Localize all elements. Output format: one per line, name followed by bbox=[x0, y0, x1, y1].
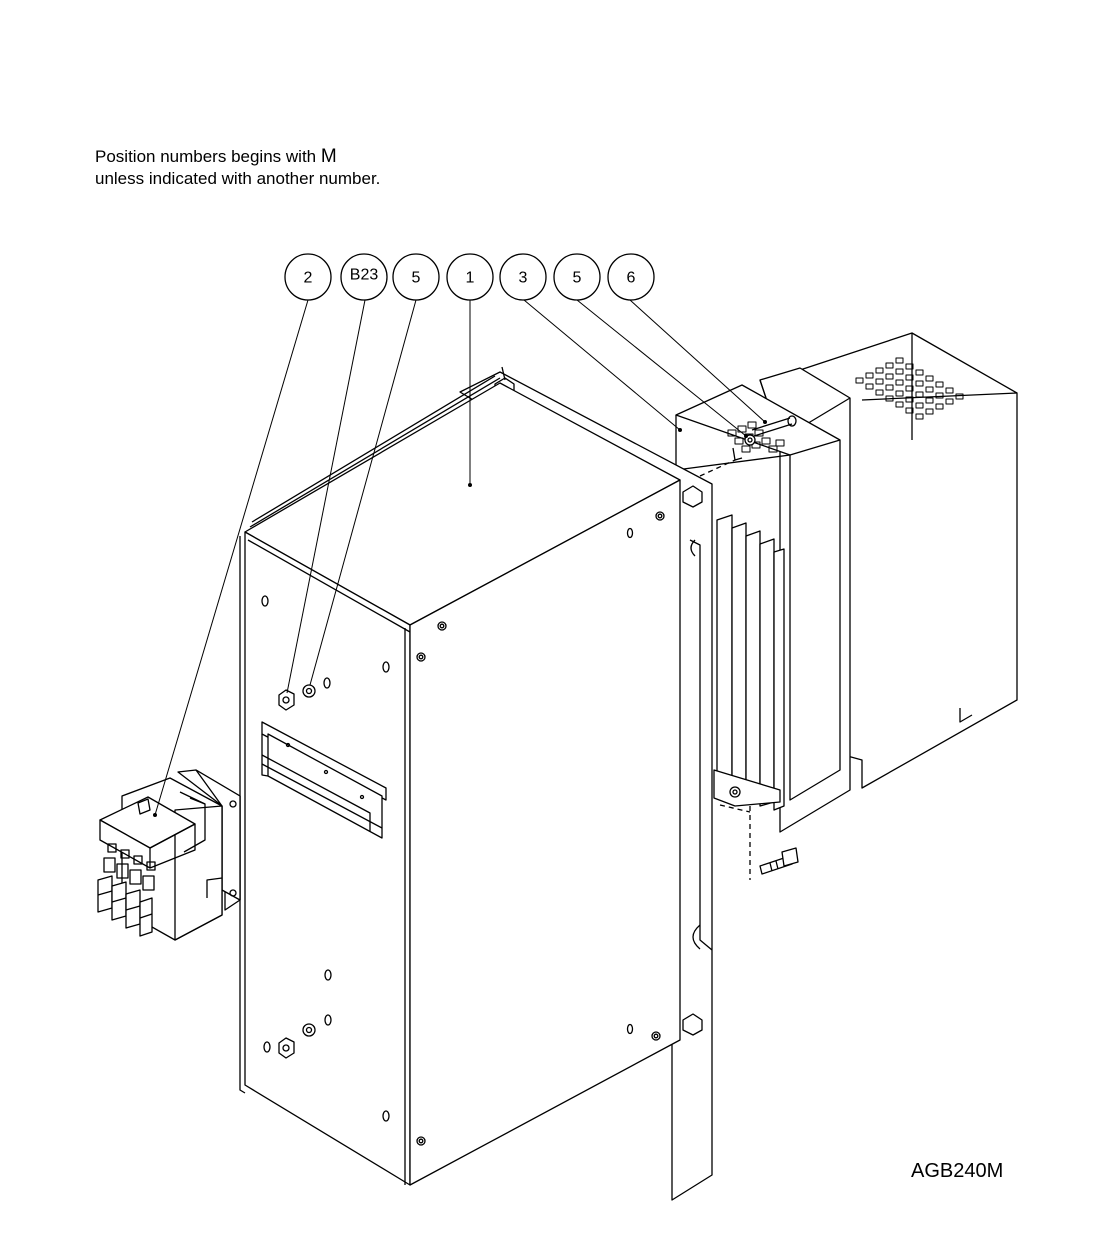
balloon-label: 1 bbox=[466, 270, 475, 287]
din-rail bbox=[261, 721, 387, 839]
lower-screw bbox=[759, 847, 799, 875]
balloon-6: 6 bbox=[607, 253, 655, 301]
rear-unit bbox=[675, 332, 1018, 880]
mounting-flange bbox=[459, 366, 713, 1201]
cabinet-housing bbox=[239, 375, 681, 1186]
balloon-circle bbox=[446, 253, 494, 301]
balloon-circle bbox=[499, 253, 547, 301]
balloon-circle bbox=[553, 253, 601, 301]
balloon-2: 2 bbox=[284, 253, 332, 301]
balloon-b23: B23 bbox=[340, 253, 388, 301]
contactor bbox=[97, 769, 241, 941]
balloon-5-front: 5 bbox=[392, 253, 440, 301]
balloon-circle bbox=[607, 253, 655, 301]
balloon-label: 2 bbox=[304, 270, 313, 287]
balloon-5-rear: 5 bbox=[553, 253, 601, 301]
front-gland-washer bbox=[278, 684, 316, 1059]
balloon-label: 5 bbox=[412, 270, 421, 287]
balloon-1: 1 bbox=[446, 253, 494, 301]
drawing-number: AGB240M bbox=[911, 1160, 1004, 1182]
vent-grid bbox=[855, 357, 964, 420]
balloon-3: 3 bbox=[499, 253, 547, 301]
balloon-circle bbox=[392, 253, 440, 301]
terminal-grid bbox=[727, 421, 785, 453]
note-letter: M bbox=[320, 146, 337, 167]
balloon-label: B23 bbox=[350, 267, 379, 284]
balloon-circle bbox=[284, 253, 332, 301]
balloon-circle bbox=[340, 253, 388, 301]
top-screw bbox=[744, 415, 797, 446]
note-line-1: Position numbers begins with M bbox=[95, 146, 337, 167]
leader-dots bbox=[153, 420, 767, 817]
note-line-2: unless indicated with another number. bbox=[95, 169, 381, 188]
heatsink-fins bbox=[713, 514, 785, 811]
contactor-terminals bbox=[97, 843, 156, 937]
face-screws bbox=[416, 511, 665, 1146]
balloon-label: 6 bbox=[627, 270, 636, 287]
position-note: Position numbers begins with M unless in… bbox=[95, 146, 380, 190]
side-holes bbox=[261, 595, 390, 1122]
balloon-label: 5 bbox=[573, 270, 582, 287]
leader-lines bbox=[154, 299, 766, 816]
balloon-label: 3 bbox=[519, 270, 528, 287]
